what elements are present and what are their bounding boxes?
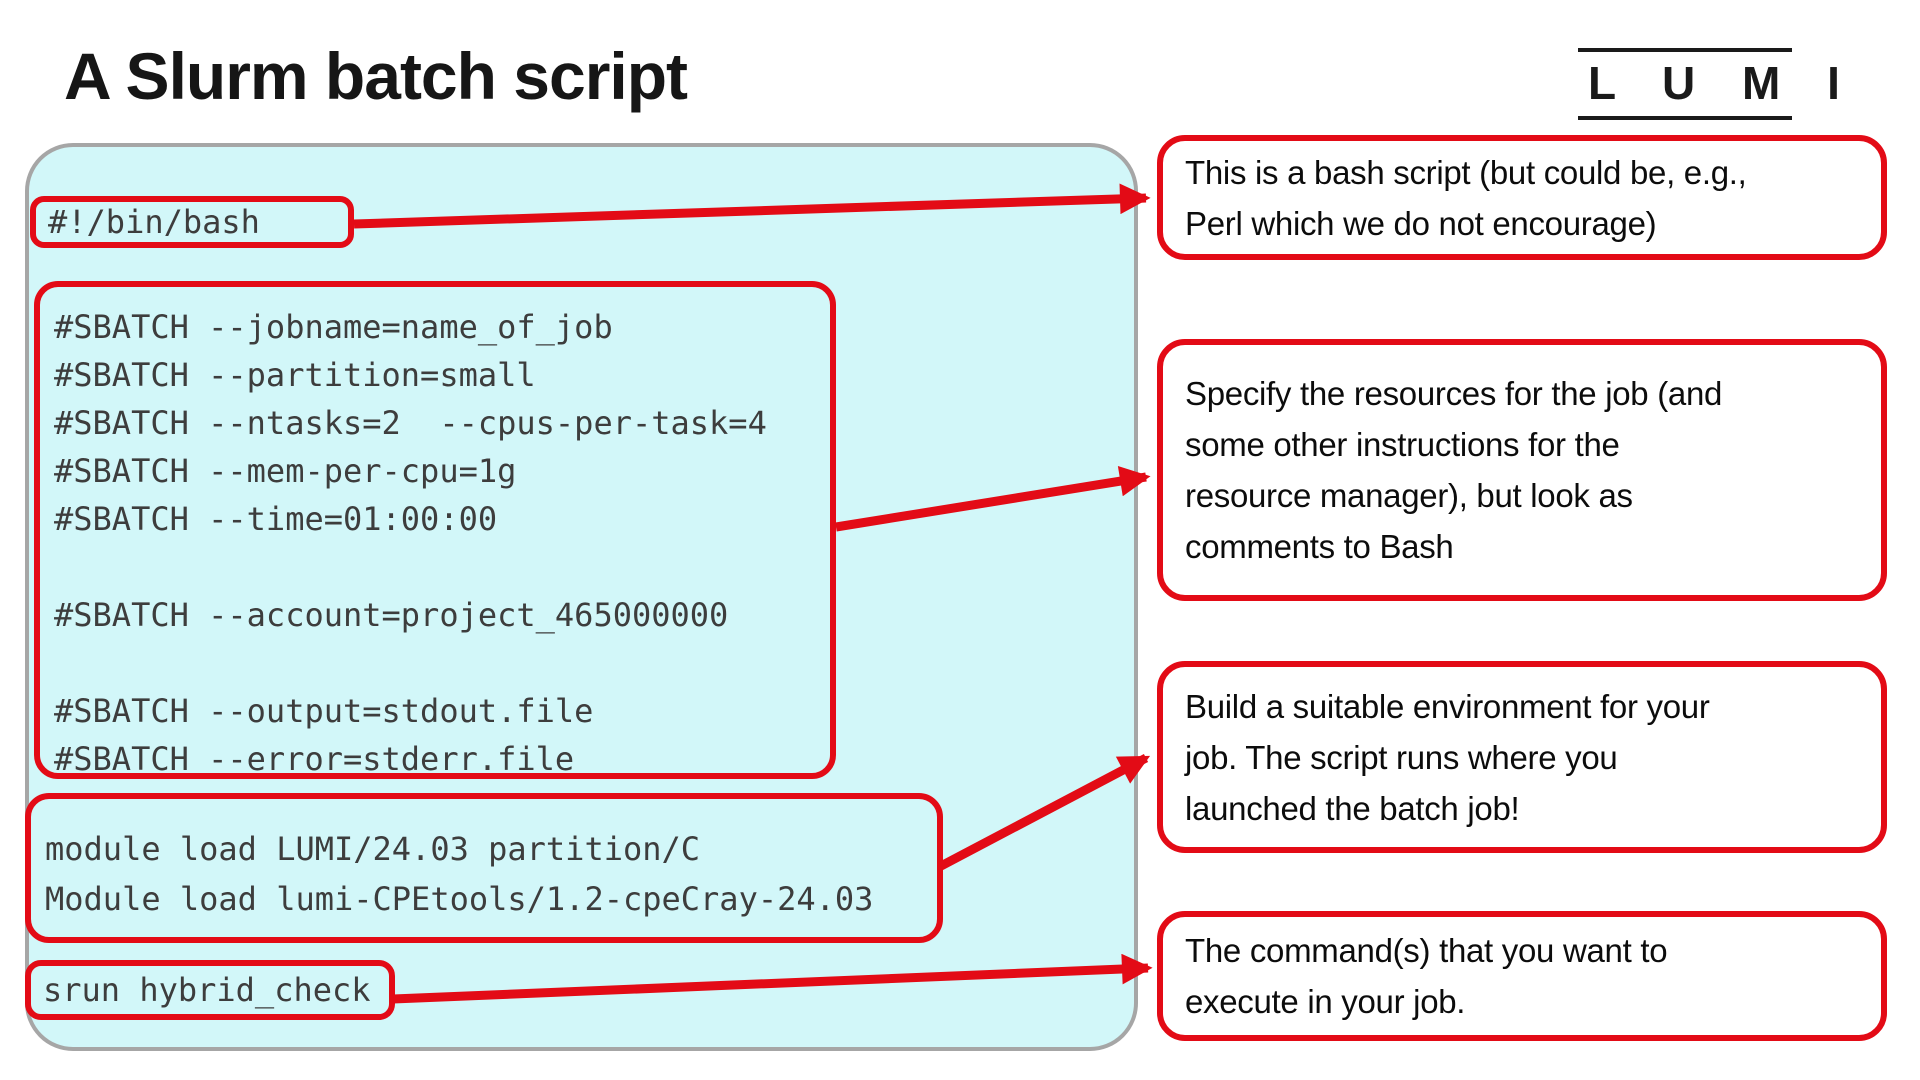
sbatch-line-blank: [54, 639, 830, 687]
srun-line: srun hybrid_check: [43, 971, 371, 1009]
sbatch-line: #SBATCH --partition=small: [54, 356, 536, 394]
module-code-box: module load LUMI/24.03 partition/C Modul…: [25, 793, 943, 943]
srun-code-box: srun hybrid_check: [25, 960, 395, 1020]
annotation-shebang: This is a bash script (but could be, e.g…: [1157, 135, 1887, 260]
annotation-environment: Build a suitable environment for your jo…: [1157, 661, 1887, 853]
annotation-text: resource manager), but look as: [1185, 477, 1633, 514]
module-line: module load LUMI/24.03 partition/C: [45, 830, 701, 868]
sbatch-line: #SBATCH --mem-per-cpu=1g: [54, 452, 517, 490]
sbatch-line: #SBATCH --jobname=name_of_job: [54, 308, 613, 346]
script-panel: [25, 143, 1138, 1051]
annotation-text: execute in your job.: [1185, 983, 1466, 1020]
sbatch-line: #SBATCH --error=stderr.file: [54, 740, 575, 778]
lumi-logo-text: L U M I: [1588, 57, 1857, 109]
sbatch-line: #SBATCH --output=stdout.file: [54, 692, 594, 730]
annotation-text: The command(s) that you want to: [1185, 932, 1668, 969]
sbatch-code-box: #SBATCH --jobname=name_of_job #SBATCH --…: [34, 281, 836, 779]
annotation-commands: The command(s) that you want to execute …: [1157, 911, 1887, 1041]
annotation-resources: Specify the resources for the job (and s…: [1157, 339, 1887, 601]
annotation-text: job. The script runs where you: [1185, 738, 1618, 776]
module-line: Module load lumi-CPEtools/1.2-cpeCray-24…: [45, 880, 874, 918]
annotation-text: launched the batch job!: [1185, 789, 1520, 827]
sbatch-line-blank: [54, 543, 830, 591]
annotation-text: Specify the resources for the job (and: [1185, 375, 1723, 412]
sbatch-line: #SBATCH --time=01:00:00: [54, 500, 498, 538]
annotation-text: Perl which we do not encourage): [1185, 204, 1657, 242]
lumi-logo: L U M I: [1578, 48, 1840, 120]
shebang-code-box: #!/bin/bash: [30, 196, 354, 248]
page-title: A Slurm batch script: [64, 39, 688, 113]
shebang-line: #!/bin/bash: [48, 203, 260, 241]
annotation-text: Build a suitable environment for your: [1185, 687, 1710, 725]
sbatch-line: #SBATCH --account=project_465000000: [54, 596, 729, 634]
sbatch-line: #SBATCH --ntasks=2 --cpus-per-task=4: [54, 404, 767, 442]
annotation-text: comments to Bash: [1185, 528, 1454, 565]
annotation-text: some other instructions for the: [1185, 426, 1620, 463]
annotation-text: This is a bash script (but could be, e.g…: [1185, 153, 1747, 191]
